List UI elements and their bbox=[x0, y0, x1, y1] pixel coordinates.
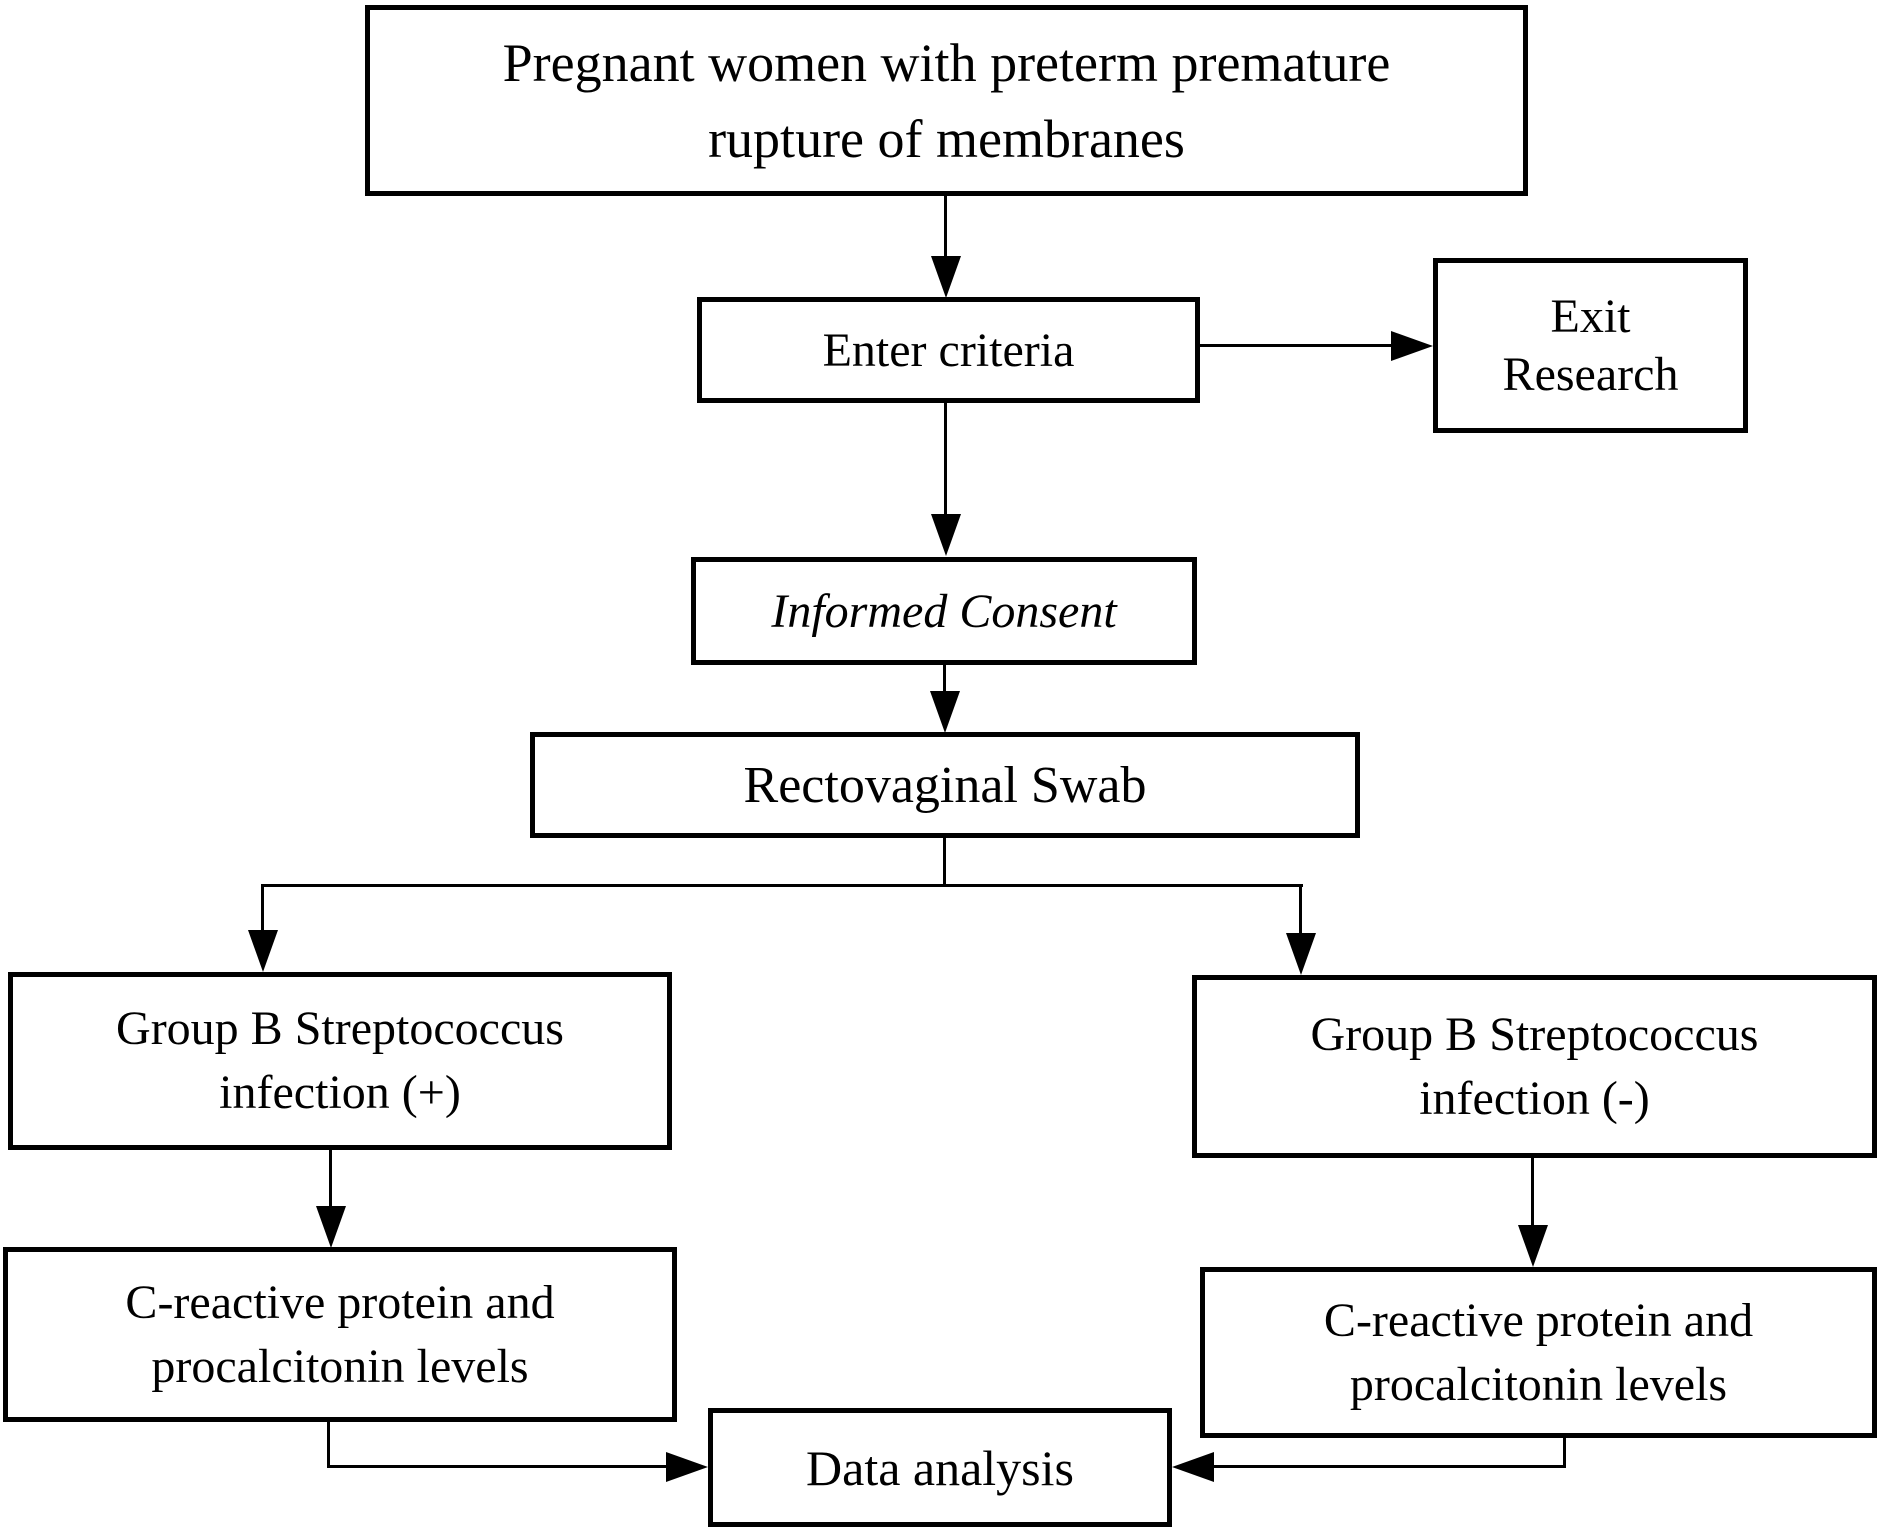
node-crp-pct-left: C-reactive protein and procalcitonin lev… bbox=[3, 1247, 677, 1422]
node-gbs-positive-line1: Group B Streptococcus bbox=[116, 1002, 564, 1055]
arrowhead-down-icon bbox=[248, 930, 278, 972]
connector-crpr-elbow-down bbox=[1563, 1438, 1566, 1468]
connector-enter-to-consent bbox=[944, 403, 947, 516]
arrowhead-down-icon bbox=[1286, 933, 1316, 975]
connector-crpr-to-data bbox=[1214, 1465, 1566, 1468]
arrowhead-right-icon bbox=[666, 1452, 708, 1482]
connector-consent-to-swab bbox=[943, 665, 946, 693]
node-crp-pct-right: C-reactive protein and procalcitonin lev… bbox=[1200, 1267, 1877, 1438]
arrowhead-down-icon bbox=[316, 1206, 346, 1248]
connector-swab-stem bbox=[943, 838, 946, 886]
node-informed-consent: Informed Consent bbox=[691, 557, 1197, 665]
node-pprom-line2: rupture of membranes bbox=[708, 108, 1185, 169]
node-exit-research: Exit Research bbox=[1433, 258, 1748, 433]
arrowhead-left-icon bbox=[1172, 1452, 1214, 1482]
arrowhead-right-icon bbox=[1391, 331, 1433, 361]
node-informed-consent-label: Informed Consent bbox=[771, 584, 1117, 638]
node-data-analysis-label: Data analysis bbox=[806, 1439, 1074, 1496]
node-gbs-positive-line2: infection (+) bbox=[219, 1066, 461, 1119]
node-data-analysis: Data analysis bbox=[708, 1408, 1172, 1527]
connector-gbsn-to-crpr bbox=[1531, 1158, 1534, 1226]
node-gbs-positive: Group B Streptococcus infection (+) bbox=[8, 972, 672, 1150]
node-gbs-negative: Group B Streptococcus infection (-) bbox=[1192, 975, 1877, 1158]
node-gbs-negative-line1: Group B Streptococcus bbox=[1310, 1007, 1759, 1061]
node-gbs-negative-line2: infection (-) bbox=[1419, 1071, 1650, 1125]
node-exit-research-line2: Research bbox=[1502, 347, 1679, 401]
connector-swab-split bbox=[261, 884, 1303, 887]
connector-crpl-elbow-down bbox=[327, 1422, 330, 1468]
node-rectovaginal-swab-label: Rectovaginal Swab bbox=[743, 756, 1147, 814]
connector-enter-to-exit bbox=[1200, 344, 1392, 347]
connector-gbsp-to-crpl bbox=[329, 1150, 332, 1208]
node-crp-pct-left-line2: procalcitonin levels bbox=[151, 1339, 529, 1393]
arrowhead-down-icon bbox=[931, 256, 961, 298]
arrowhead-down-icon bbox=[931, 514, 961, 556]
node-crp-pct-left-line1: C-reactive protein and bbox=[125, 1275, 555, 1329]
arrowhead-down-icon bbox=[1518, 1225, 1548, 1267]
node-exit-research-line1: Exit bbox=[1550, 289, 1631, 343]
node-rectovaginal-swab: Rectovaginal Swab bbox=[530, 732, 1360, 838]
node-crp-pct-right-line2: procalcitonin levels bbox=[1349, 1357, 1728, 1411]
node-pprom-line1: Pregnant women with preterm premature bbox=[502, 32, 1391, 93]
node-crp-pct-right-line1: C-reactive protein and bbox=[1323, 1293, 1754, 1347]
node-enter-criteria: Enter criteria bbox=[697, 297, 1200, 403]
node-pprom: Pregnant women with preterm premature ru… bbox=[365, 5, 1528, 196]
connector-crpl-to-data bbox=[327, 1465, 667, 1468]
connector-split-to-gbs-negative bbox=[1299, 884, 1302, 934]
connector-pprom-to-enter bbox=[944, 196, 947, 258]
node-enter-criteria-label: Enter criteria bbox=[822, 323, 1075, 377]
arrowhead-down-icon bbox=[930, 691, 960, 733]
connector-split-to-gbs-positive bbox=[261, 884, 264, 932]
